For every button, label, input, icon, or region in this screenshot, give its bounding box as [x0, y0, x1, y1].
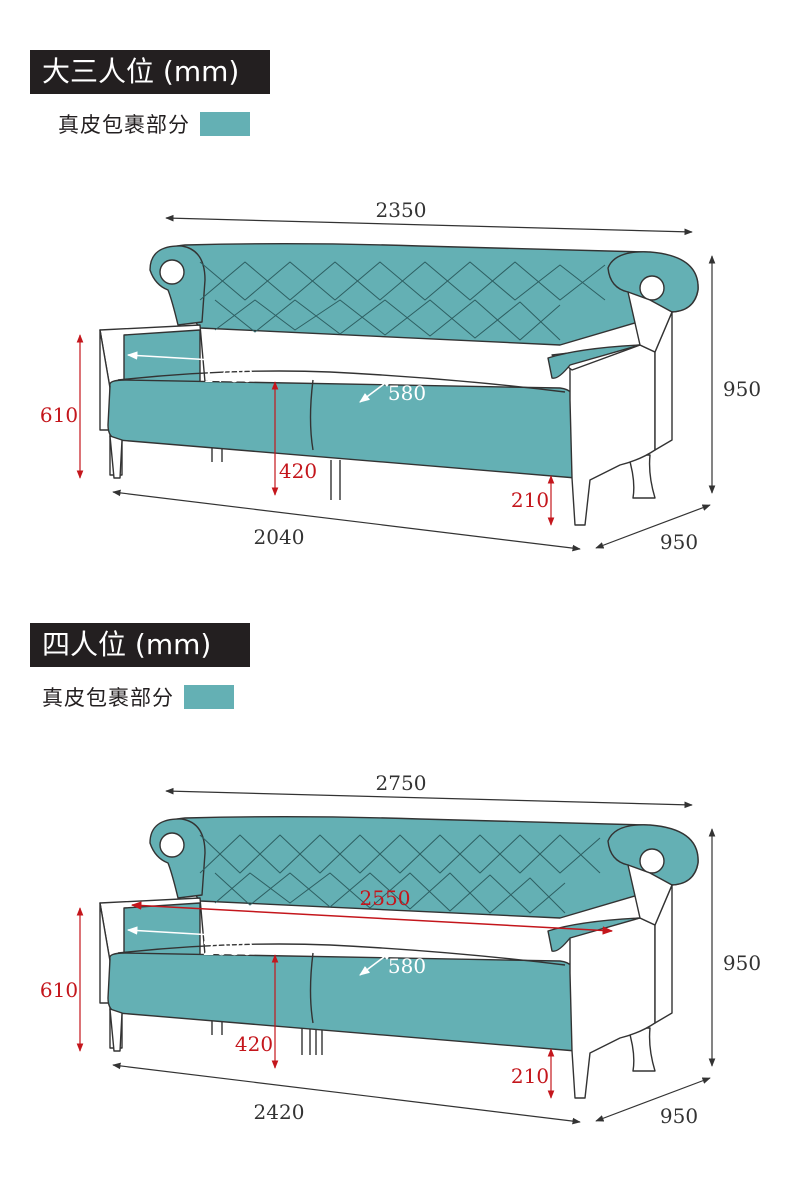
- dimension-lines: [76, 214, 716, 552]
- dim-seat-depth: 580: [388, 954, 426, 978]
- dim-height: 950: [723, 951, 761, 975]
- dim-arm-height: 610: [40, 403, 78, 427]
- section2-legend-label: 真皮包裹部分: [42, 686, 174, 710]
- dim-total-width: 2350: [376, 198, 427, 222]
- dim-base-width: 2420: [254, 1100, 305, 1124]
- sofa-illustration: [99, 816, 699, 1099]
- dim-leg-height: 210: [511, 1064, 549, 1088]
- section2-title: 四人位 (mm): [30, 623, 250, 667]
- dim-arm-span: 2550: [360, 886, 411, 910]
- leather-swatch: [184, 685, 234, 709]
- section1-legend: 真皮包裹部分: [58, 111, 250, 137]
- dim-seat-height: 420: [279, 459, 317, 483]
- dim-base-width: 2040: [254, 525, 305, 549]
- sofa-diagram-4seat: 2750 2550 2080 580 610 420 210 2420 950 …: [40, 771, 761, 1128]
- dim-arm-height: 610: [40, 978, 78, 1002]
- dim-depth: 950: [660, 530, 698, 554]
- leather-swatch: [200, 112, 250, 136]
- dim-total-width: 2750: [376, 771, 427, 795]
- dim-height: 950: [723, 377, 761, 401]
- sofa-diagram-3seat: 2350 1700 580 610 420 210 2040 950 950: [40, 198, 761, 554]
- dimension-lines: [76, 787, 716, 1125]
- dim-inner-width: 1700: [203, 363, 254, 387]
- dim-seat-height: 420: [235, 1032, 273, 1056]
- section1-legend-label: 真皮包裹部分: [58, 113, 190, 137]
- dim-leg-height: 210: [511, 488, 549, 512]
- section2-legend: 真皮包裹部分: [42, 684, 234, 710]
- section1-title: 大三人位 (mm): [30, 50, 270, 94]
- dim-seat-depth: 580: [388, 381, 426, 405]
- dim-inner-width: 2080: [203, 936, 254, 960]
- dim-depth: 950: [660, 1104, 698, 1128]
